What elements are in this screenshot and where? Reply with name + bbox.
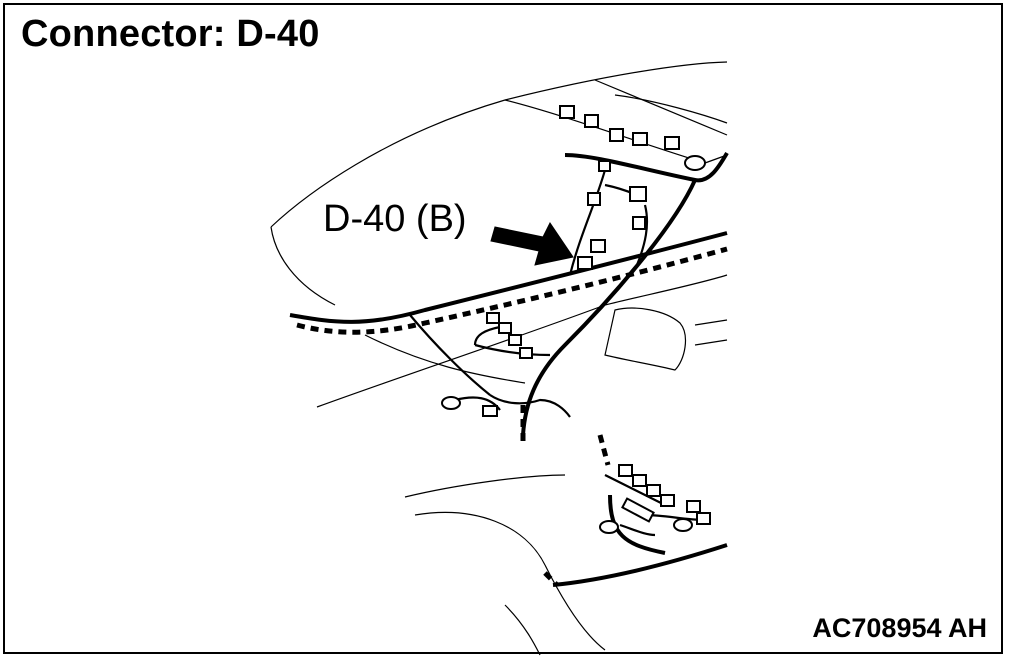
connector (621, 497, 655, 523)
connector-callout-label: D-40 (B) (323, 198, 467, 240)
page-title: Connector: D-40 (21, 13, 320, 55)
connector-group (441, 105, 711, 534)
connector (584, 114, 599, 128)
wiring-diagram (270, 61, 729, 656)
connector (664, 136, 680, 150)
figure-id: AC708954 AH (812, 613, 987, 643)
connector (599, 520, 619, 534)
connector (684, 155, 706, 171)
connector (660, 494, 675, 507)
connector (590, 239, 606, 253)
connector (629, 186, 647, 202)
connector (587, 192, 601, 206)
connector (598, 160, 611, 172)
connector (559, 105, 575, 119)
connector (519, 347, 533, 359)
connector (609, 128, 624, 142)
diagram-frame: Connector: D-40 (3, 3, 1003, 656)
connector (632, 132, 648, 146)
connector (577, 256, 593, 270)
connector (482, 405, 498, 417)
connector (696, 512, 711, 525)
main-harness (289, 151, 729, 587)
connector (686, 500, 701, 513)
connector (441, 396, 461, 410)
connector (508, 334, 522, 346)
branch-wires (409, 169, 706, 537)
connector (618, 464, 633, 477)
connector (646, 484, 661, 497)
vehicle-body-outline (270, 61, 728, 656)
connector (486, 312, 500, 324)
harness-dashed (296, 246, 728, 587)
connector (498, 322, 512, 334)
callout-arrow-icon (490, 222, 574, 266)
connector (673, 518, 693, 532)
connector (632, 474, 647, 487)
connector (632, 216, 646, 230)
